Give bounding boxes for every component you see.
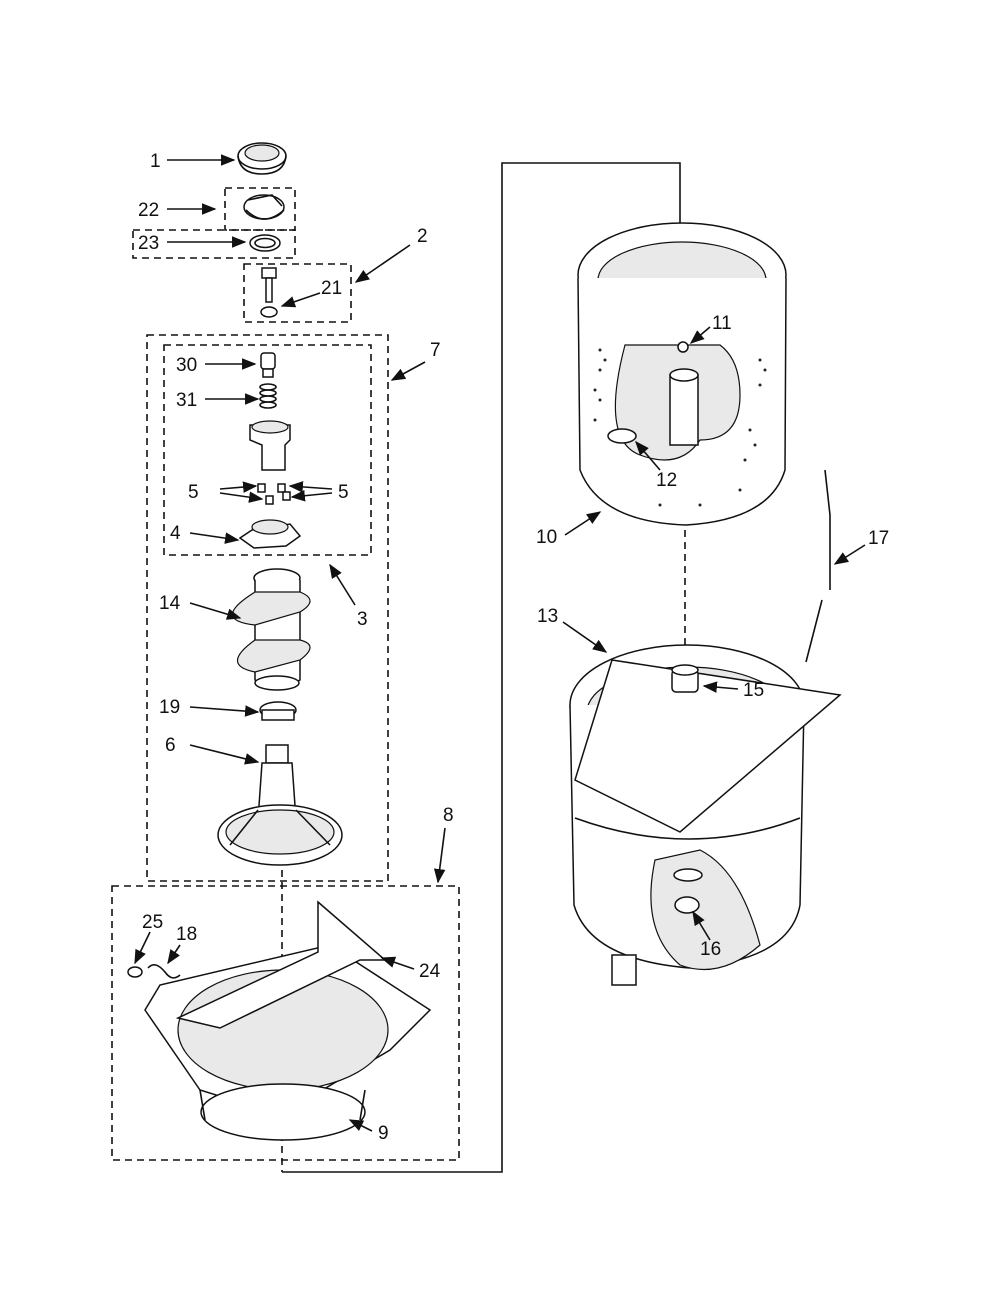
agitator-cap — [237, 142, 287, 175]
callout-7: 7 — [430, 340, 441, 361]
callout-12: 12 — [656, 470, 677, 491]
group-box-3 — [163, 344, 372, 556]
callout-8: 8 — [443, 805, 454, 826]
hose-17 — [805, 469, 831, 663]
cam — [249, 420, 291, 471]
callout-19: 19 — [159, 697, 180, 718]
callout-14: 14 — [159, 593, 181, 614]
callout-24: 24 — [419, 961, 441, 982]
clip-25 — [127, 966, 143, 978]
callout-3: 3 — [357, 609, 368, 630]
callout-13: 13 — [537, 606, 558, 627]
part-15 — [671, 664, 699, 693]
cap-seal — [243, 194, 285, 220]
part-30 — [260, 352, 276, 378]
callout-10: 10 — [536, 527, 557, 548]
wash-basket — [577, 222, 787, 526]
callout-23: 23 — [138, 233, 159, 254]
callout-4: 4 — [170, 523, 181, 544]
callout-6: 6 — [165, 735, 176, 756]
spring-31 — [259, 383, 277, 409]
callout-18: 18 — [176, 924, 197, 945]
outer-tub — [569, 644, 842, 986]
callout-15: 15 — [743, 680, 764, 701]
group-box-2 — [243, 263, 352, 323]
callout-17: 17 — [868, 528, 889, 549]
callout-2: 2 — [417, 226, 428, 247]
dogs-5 — [257, 483, 291, 505]
callout-5-right: 5 — [338, 482, 349, 503]
cam-retainer-4 — [238, 519, 302, 549]
callout-16: 16 — [700, 939, 721, 960]
agitator-base — [217, 744, 343, 866]
callout-5-left: 5 — [188, 482, 199, 503]
callout-21: 21 — [321, 278, 342, 299]
part-18 — [147, 964, 181, 979]
part-19 — [259, 701, 297, 721]
tub-assembly-frame — [282, 162, 681, 1173]
leader-lines — [134, 154, 866, 1132]
agitator-bolt — [260, 267, 278, 318]
callout-22: 22 — [138, 200, 159, 221]
group-box-8 — [111, 885, 460, 1161]
callout-25: 25 — [142, 912, 163, 933]
group-box-23 — [132, 229, 296, 259]
callout-30: 30 — [176, 355, 197, 376]
callout-31: 31 — [176, 390, 197, 411]
callout-9: 9 — [378, 1123, 389, 1144]
group-box-7 — [146, 334, 389, 882]
o-ring — [249, 234, 281, 252]
callout-11: 11 — [712, 313, 732, 334]
callout-1: 1 — [150, 151, 161, 172]
agitator-auger — [232, 568, 311, 691]
